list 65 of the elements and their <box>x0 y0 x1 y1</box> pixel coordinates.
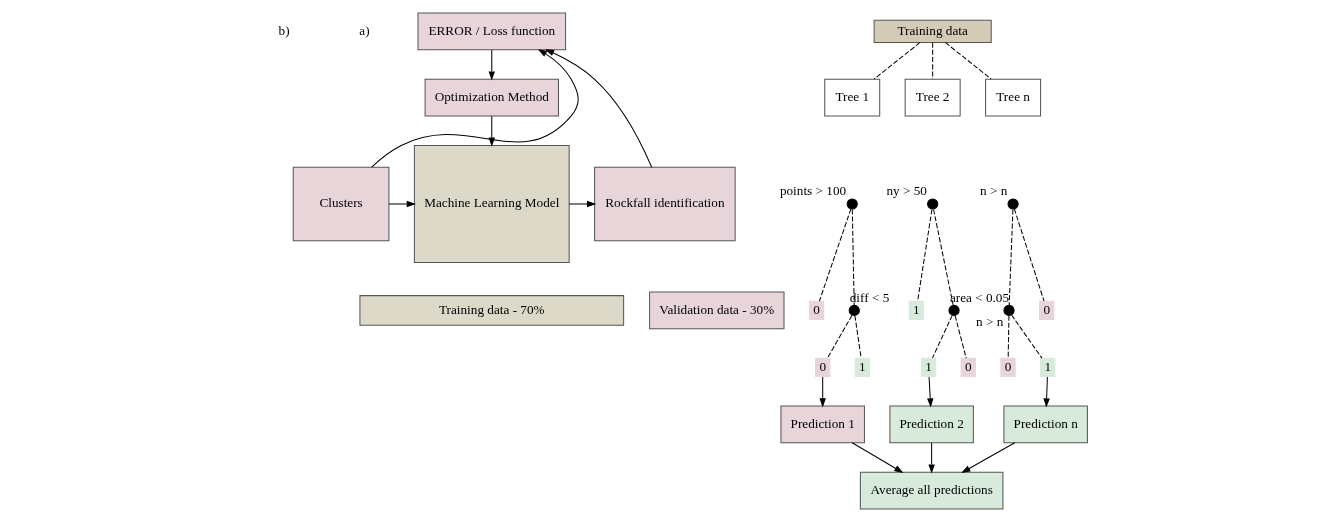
node-box: Optimization Method <box>424 78 559 116</box>
node-box: 0 <box>1039 300 1055 320</box>
arrow <box>819 376 826 408</box>
arrow <box>371 48 579 168</box>
label: b) <box>278 22 290 38</box>
connector <box>933 208 954 306</box>
connector <box>954 314 967 359</box>
connector <box>932 41 934 80</box>
label: a) <box>359 22 370 38</box>
node-box: Prediction n <box>1003 405 1088 443</box>
connector <box>1007 314 1010 359</box>
arrow <box>927 376 934 408</box>
node-circle <box>1003 304 1015 316</box>
node-label: diff < 5 <box>849 289 890 305</box>
node-box: Tree 1 <box>824 78 881 116</box>
arrow <box>568 200 597 207</box>
node-box: Machine Learning Model <box>413 144 570 263</box>
arrow <box>388 200 416 207</box>
node-circle <box>848 304 860 316</box>
node-box: Prediction 2 <box>889 405 974 443</box>
node-box: Rockfall identification <box>594 166 736 241</box>
node-box: 1 <box>920 357 937 377</box>
connector <box>1013 207 1045 302</box>
node-box: Validation data - 30% <box>649 291 785 329</box>
connector <box>932 314 953 358</box>
node-circle <box>846 197 858 210</box>
node-label: n > n <box>980 182 1008 198</box>
connector <box>917 208 933 301</box>
arrow <box>1043 376 1050 408</box>
node-box: 1 <box>1040 357 1056 377</box>
node-box: Tree n <box>985 78 1042 116</box>
node-box: ERROR / Loss function <box>417 12 567 50</box>
connector <box>1011 314 1043 359</box>
connector <box>1008 208 1014 306</box>
node-box: 1 <box>854 357 871 377</box>
node-box: 0 <box>960 357 976 377</box>
node-box: Average all predictions <box>859 471 1004 509</box>
node-label: ny > 50 <box>886 182 927 198</box>
node-box: Clusters <box>292 166 390 241</box>
arrow <box>851 441 904 473</box>
node-circle <box>927 197 939 210</box>
node-box: 0 <box>1000 357 1016 377</box>
node-circle <box>948 304 960 316</box>
connector <box>945 41 992 80</box>
node-box: Tree 2 <box>904 78 961 116</box>
connector <box>854 314 862 359</box>
connector <box>818 207 852 302</box>
node-box: 0 <box>815 357 831 377</box>
arrow <box>544 48 653 168</box>
connector <box>873 41 921 80</box>
node-label: n > n <box>976 313 1004 329</box>
node-label: area < 0.05 <box>949 289 1010 305</box>
connector <box>851 208 855 306</box>
node-box: 0 <box>808 300 825 320</box>
node-circle <box>1007 197 1019 210</box>
node-box: Training data - 70% <box>359 294 625 326</box>
node-box: Training data <box>873 19 992 43</box>
arrow <box>961 441 1016 473</box>
node-box: Prediction 1 <box>780 405 865 443</box>
node-label: points > 100 <box>779 182 847 198</box>
connector <box>827 314 853 358</box>
node-box: 1 <box>908 300 924 320</box>
arrow <box>488 115 495 147</box>
arrow <box>928 441 935 474</box>
arrow <box>488 48 495 81</box>
